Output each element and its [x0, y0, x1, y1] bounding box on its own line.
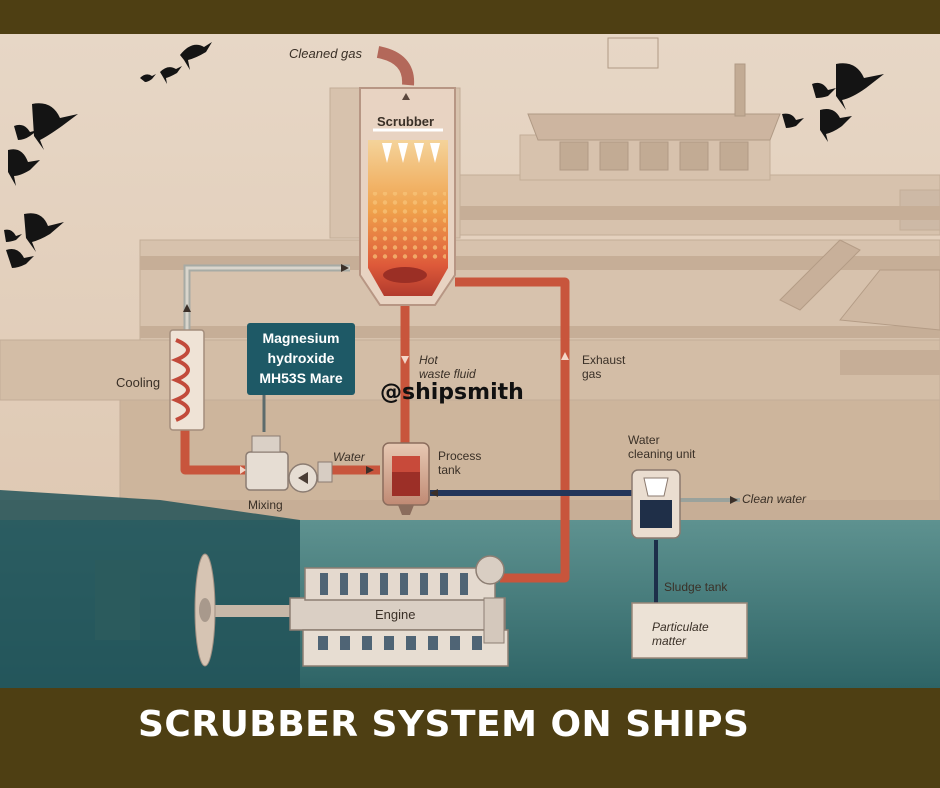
bird-icon [6, 249, 34, 268]
magnesium-line-1: Magnesium [262, 330, 340, 346]
label-mixing: Mixing [248, 498, 283, 512]
bridge-windows [527, 37, 781, 171]
label-scrubber: Scrubber [377, 114, 435, 129]
magnesium-line-2: hydroxide [267, 350, 335, 366]
bird-icon [24, 213, 64, 252]
cleaned-gas-pipe [376, 46, 415, 86]
propeller-icon [194, 553, 300, 667]
scrubber-tower [359, 87, 456, 306]
bird-icon [820, 109, 852, 142]
magnesium-line-3: MH53S Mare [259, 370, 343, 386]
label-exhaust-2: gas [582, 367, 602, 381]
label-hot-waste-1: Hot [419, 353, 438, 367]
water-cleaning-unit [631, 469, 681, 539]
label-water: Water [333, 450, 365, 464]
sludge-tank [631, 602, 748, 659]
bird-icon [812, 82, 836, 98]
bird-icon [160, 66, 182, 84]
bird-icon [782, 113, 804, 128]
engine [289, 555, 509, 667]
hull-shadow [0, 490, 300, 688]
magnesium-hydroxide-box: Magnesium hydroxide MH53S Mare [247, 323, 355, 395]
poster-title: SCRUBBER SYSTEM ON SHIPS [138, 704, 750, 745]
bird-icon [32, 103, 78, 150]
bird-icon [4, 229, 22, 242]
bird-icon [836, 63, 884, 110]
birds-layer [4, 42, 884, 268]
label-process-2: tank [438, 463, 461, 477]
bird-icon [180, 42, 212, 70]
label-cooling: Cooling [116, 375, 161, 390]
label-exhaust-1: Exhaust [582, 353, 626, 367]
label-hot-waste-2: waste fluid [419, 367, 476, 381]
label-process-1: Process [438, 449, 482, 463]
bird-icon [8, 149, 40, 186]
label-clean-water: Clean water [742, 492, 807, 506]
bird-icon [140, 74, 156, 82]
scrubber-diagram [0, 34, 940, 688]
label-sludge-tank: Sludge tank [664, 580, 728, 594]
process-tank [382, 442, 430, 515]
mixing-unit [245, 435, 333, 493]
rudder [95, 560, 140, 640]
label-particulate-1: Particulate [652, 620, 709, 634]
label-water-cleaning-1: Water [628, 433, 660, 447]
cooling-unit [169, 329, 205, 431]
label-water-cleaning-2: cleaning unit [628, 447, 696, 461]
bottom-title-band [0, 688, 940, 788]
bird-icon [14, 124, 38, 140]
watermark: @shipsmith [380, 380, 524, 405]
lifeboat [779, 239, 940, 331]
label-cleaned-gas: Cleaned gas [289, 46, 362, 61]
spray-nozzle-icon [382, 143, 440, 163]
top-frame-band [0, 0, 940, 34]
flow-arrows [183, 264, 738, 504]
label-particulate-2: matter [652, 634, 687, 648]
label-engine: Engine [375, 607, 416, 622]
